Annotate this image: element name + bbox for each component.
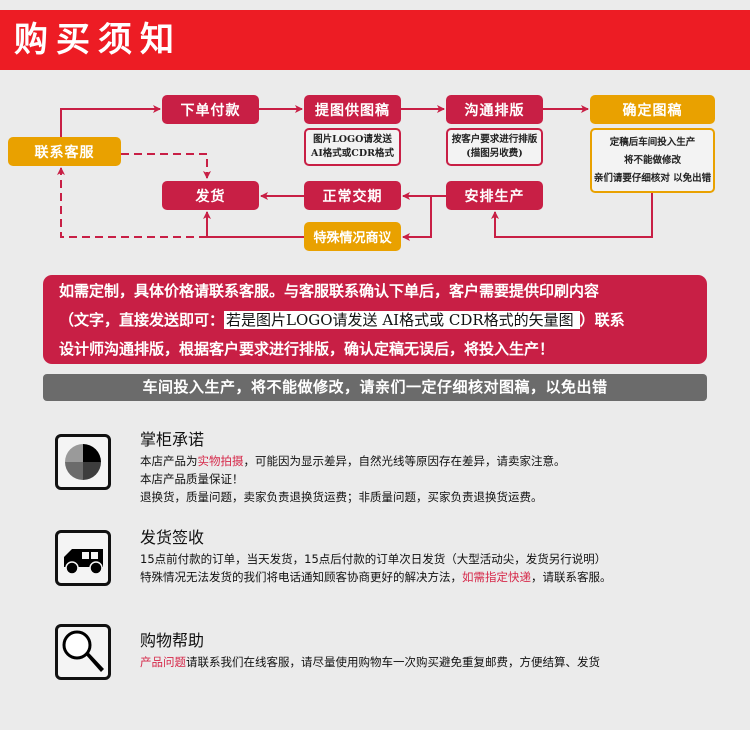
section-line: 特殊情况无法发货的我们将电话通知顾客协商更好的解决方法，如需指定快递，请联系客服…	[140, 568, 720, 586]
text: 请联系我们在线客服，请尽量使用购物车一次购买避免重复邮费，方便结算、发货	[186, 655, 600, 669]
step-contact-service: 联系客服	[8, 137, 121, 166]
note-line: AI格式或CDR格式	[310, 148, 394, 159]
note-confirm-artwork: 定稿后车间投入生产 将不能做修改 亲们请要仔细核对 以免出错	[590, 128, 715, 193]
notice-text: ）联系	[579, 311, 625, 329]
note-provide-artwork: 图片LOGO请发送 AI格式或CDR格式	[304, 128, 401, 166]
section-title: 发货签收	[140, 528, 205, 547]
step-arrange-production: 安排生产	[446, 181, 543, 210]
highlight-text: 如需指定快递	[462, 570, 531, 584]
step-communicate-layout: 沟通排版	[446, 95, 543, 124]
text: 特殊情况无法发货的我们将电话通知顾客协商更好的解决方法，	[140, 570, 462, 584]
highlight-text: 产品问题	[140, 655, 186, 669]
section-line: 15点前付款的订单，当天发货，15点后付款的订单次日发货（大型活动尖，发货另行说…	[140, 552, 607, 566]
notice-line-2: （文字，直接发送即可：若是图片LOGO请发送 AI格式或 CDR格式的矢量图）联…	[59, 306, 697, 335]
delivery-van-icon	[55, 530, 111, 586]
highlight-text: 实物拍摄	[197, 454, 244, 468]
purchase-flowchart: 联系客服 下单付款 提图供图稿 沟通排版 确定图稿 发货 正常交期 安排生产 特…	[0, 0, 750, 265]
step-place-order-pay: 下单付款	[162, 95, 259, 124]
note-communicate-layout: 按客户要求进行排版 (描图另收费)	[446, 128, 543, 166]
notice-text: （文字，直接发送即可：	[59, 311, 225, 329]
note-line: 亲们请要仔细核对 以免出错	[593, 172, 712, 184]
text: 本店产品为	[140, 454, 198, 468]
color-wheel-icon	[55, 434, 111, 490]
note-line: 按客户要求进行排版	[451, 134, 538, 145]
text: ，请联系客服。	[531, 570, 612, 584]
note-line: 定稿后车间投入生产	[609, 136, 696, 148]
step-confirm-artwork: 确定图稿	[590, 95, 715, 124]
header-bar: 购买须知	[0, 10, 750, 70]
step-special-negotiation: 特殊情况商议	[304, 222, 401, 251]
section-text: 掌柜承诺 本店产品为实物拍摄，可能因为显示差异，自然光线等原因存在差异，请卖家注…	[140, 429, 720, 506]
section-title: 掌柜承诺	[140, 430, 205, 449]
section-line: 本店产品为实物拍摄，可能因为显示差异，自然光线等原因存在差异，请卖家注意。	[140, 452, 720, 470]
section-line: 本店产品质量保证！	[140, 472, 244, 486]
section-text: 购物帮助 产品问题请联系我们在线客服，请尽量使用购物车一次购买避免重复邮费，方便…	[140, 630, 720, 671]
section-title: 购物帮助	[140, 631, 205, 650]
production-warning-bar: 车间投入生产，将不能做修改，请亲们一定仔细核对图稿，以免出错	[43, 374, 707, 401]
notice-line-1: 如需定制，具体价格请联系客服。与客服联系确认下单后，客户需要提供印刷内容	[59, 282, 600, 300]
step-normal-delivery: 正常交期	[304, 181, 401, 210]
step-provide-artwork: 提图供图稿	[304, 95, 401, 124]
step-ship: 发货	[162, 181, 259, 210]
section-line: 产品问题请联系我们在线客服，请尽量使用购物车一次购买避免重复邮费，方便结算、发货	[140, 653, 720, 671]
note-line: 将不能做修改	[623, 154, 681, 166]
notice-highlight: 若是图片LOGO请发送 AI格式或 CDR格式的矢量图	[224, 311, 580, 329]
notice-line-3: 设计师沟通排版，根据客户要求进行排版，确认定稿无误后，将投入生产！	[59, 340, 555, 358]
magnifier-icon	[55, 624, 111, 680]
customization-notice: 如需定制，具体价格请联系客服。与客服联系确认下单后，客户需要提供印刷内容 （文字…	[43, 275, 707, 364]
section-line: 退换货，质量问题，卖家负责退换货运费；非质量问题，买家负责退换货运费。	[140, 490, 543, 504]
text: ，可能因为显示差异，自然光线等原因存在差异，请卖家注意。	[243, 454, 566, 468]
note-line: 图片LOGO请发送	[313, 134, 392, 145]
note-line: (描图另收费)	[466, 148, 523, 159]
flow-connectors	[57, 105, 653, 241]
section-text: 发货签收 15点前付款的订单，当天发货，15点后付款的订单次日发货（大型活动尖，…	[140, 527, 720, 586]
page-title: 购买须知	[14, 20, 182, 60]
